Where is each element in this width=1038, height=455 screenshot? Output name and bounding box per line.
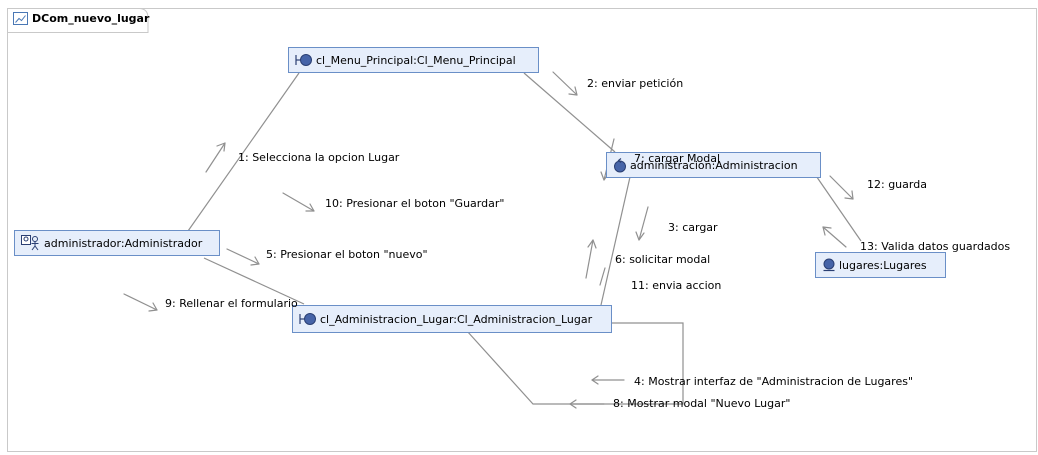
diagram-frame bbox=[7, 8, 1037, 452]
arrow-m5 bbox=[226, 248, 260, 265]
arrow-m1 bbox=[205, 142, 226, 173]
node-administracion[interactable]: administracion:Administracion bbox=[606, 152, 821, 178]
link-admlugar-self bbox=[466, 322, 684, 405]
node-menu-label: cl_Menu_Principal:Cl_Menu_Principal bbox=[316, 53, 516, 67]
entity-icon bbox=[823, 258, 835, 272]
node-administracion-lugar-label: cl_Administracion_Lugar:Cl_Administracio… bbox=[320, 312, 593, 326]
message-6: 6: solicitar modal bbox=[615, 253, 711, 266]
message-2: 2: enviar petición bbox=[587, 77, 684, 90]
diagram-title: DCom_nuevo_lugar bbox=[32, 12, 150, 25]
arrow-m13 bbox=[822, 226, 847, 248]
link-menu-admin bbox=[523, 72, 616, 153]
message-7: 7: cargar Modal bbox=[634, 152, 721, 165]
arrow-m11 bbox=[599, 267, 606, 286]
node-actor-label: administrador:Administrador bbox=[44, 236, 203, 250]
diagram-tab[interactable] bbox=[7, 8, 149, 33]
diagram-tab-icon bbox=[13, 12, 28, 25]
arrow-m3 bbox=[638, 206, 649, 241]
link-admin-lugares bbox=[811, 169, 862, 242]
control-icon bbox=[614, 158, 626, 173]
message-11: 11: envia accion bbox=[631, 279, 722, 292]
arrow-m10 bbox=[282, 192, 315, 212]
arrow-m2 bbox=[552, 71, 578, 96]
node-actor-administrador[interactable]: administrador:Administrador bbox=[14, 230, 220, 256]
arrow-m9 bbox=[123, 293, 158, 311]
node-administracion-lugar[interactable]: cl_Administracion_Lugar:Cl_Administracio… bbox=[292, 305, 612, 333]
message-3: 3: cargar bbox=[668, 221, 718, 234]
link-admlugar-admin bbox=[600, 176, 631, 306]
boundary-icon bbox=[295, 54, 312, 66]
message-12: 12: guarda bbox=[867, 178, 927, 191]
arrow-m6 bbox=[585, 239, 594, 279]
node-lugares-label: lugares:Lugares bbox=[839, 258, 927, 272]
message-10: 10: Presionar el boton "Guardar" bbox=[325, 197, 505, 210]
link-actor-menu bbox=[187, 72, 300, 232]
node-administracion-label: administracion:Administracion bbox=[630, 158, 798, 172]
message-13: 13: Valida datos guardados bbox=[860, 240, 1011, 253]
message-5: 5: Presionar el boton "nuevo" bbox=[266, 248, 428, 261]
node-menu-principal[interactable]: cl_Menu_Principal:Cl_Menu_Principal bbox=[288, 47, 539, 73]
message-8: 8: Mostrar modal "Nuevo Lugar" bbox=[613, 397, 791, 410]
arrow-m12 bbox=[829, 175, 854, 200]
link-actor-admlugar bbox=[203, 257, 305, 305]
message-1: 1: Selecciona la opcion Lugar bbox=[238, 151, 400, 164]
message-9: 9: Rellenar el formulario bbox=[165, 297, 298, 310]
actor-icon bbox=[21, 235, 39, 251]
node-lugares[interactable]: lugares:Lugares bbox=[815, 252, 946, 278]
boundary-icon bbox=[299, 313, 316, 325]
message-4: 4: Mostrar interfaz de "Administracion d… bbox=[634, 375, 914, 388]
